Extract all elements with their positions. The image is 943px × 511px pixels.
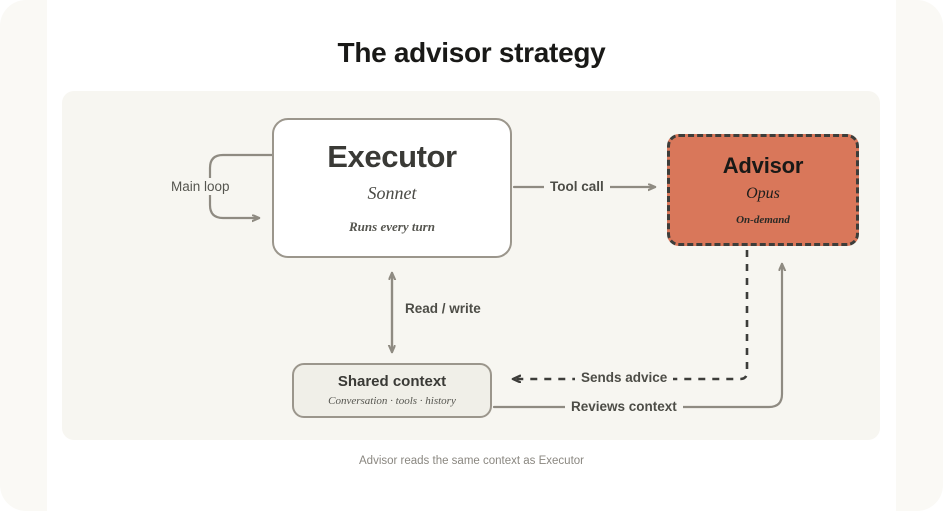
node-executor-note: Runs every turn <box>349 219 435 234</box>
edge-label-sends-advice: Sends advice <box>575 369 674 386</box>
node-advisor[interactable]: Advisor Opus On-demand <box>667 134 859 246</box>
diagram-caption: Advisor reads the same context as Execut… <box>359 455 584 467</box>
node-advisor-title: Advisor <box>722 152 804 178</box>
node-shared-context[interactable]: Shared context Conversation · tools · hi… <box>292 363 492 418</box>
node-executor-subtitle: Sonnet <box>367 183 417 203</box>
node-shared-context-title: Shared context <box>337 373 447 390</box>
edge-label-reviews-context: Reviews context <box>565 398 683 415</box>
edge-label-main-loop: Main loop <box>165 178 236 195</box>
edge-label-tool-call: Tool call <box>544 178 610 195</box>
node-advisor-note: On-demand <box>736 213 790 226</box>
node-executor[interactable]: Executor Sonnet Runs every turn <box>272 118 512 258</box>
diagram-card: The advisor strategy <box>47 0 896 511</box>
node-shared-context-subtitle: Conversation · tools · history <box>328 395 456 407</box>
node-advisor-subtitle: Opus <box>746 184 780 202</box>
node-executor-title: Executor <box>327 139 457 174</box>
edge-label-read-write: Read / write <box>399 300 487 317</box>
page-title: The advisor strategy <box>337 37 606 68</box>
